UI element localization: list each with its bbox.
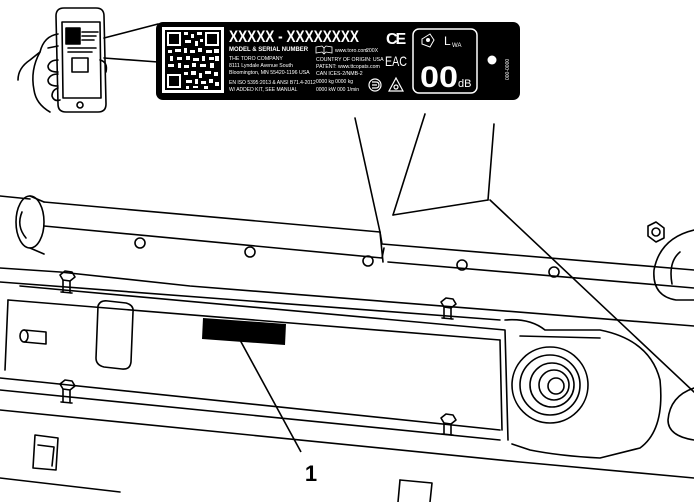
eac-mark: EAC [385, 53, 407, 69]
plate-dot [487, 55, 497, 65]
kit-note: W/ ADDED KIT, SEE MANUAL [229, 87, 298, 93]
rail-holes [134, 237, 560, 278]
model-serial-label: MODEL & SERIAL NUMBER [229, 47, 309, 53]
machine-frame [0, 195, 694, 502]
certification-icon [368, 78, 382, 92]
sound-label: L [444, 34, 451, 48]
serial-plate-location [202, 318, 286, 345]
mass: 0000 kg 0000 kg [316, 79, 353, 85]
phone-hand [17, 7, 108, 113]
warning-triangle-icon [387, 76, 405, 92]
callout-number: 1 [305, 461, 317, 486]
bolt [440, 413, 457, 436]
sound-power-badge: L WA 00 dB [412, 28, 478, 94]
right-hub [511, 346, 589, 424]
bolt [59, 379, 76, 404]
corner-wheel [647, 221, 694, 301]
callout-leader [239, 339, 302, 453]
zoom-lines [103, 23, 159, 63]
bolt [440, 297, 457, 320]
year: 200X [366, 48, 379, 54]
address-line-1: 8111 Lyndale Avenue South [229, 63, 293, 69]
sound-label-sub: WA [452, 43, 461, 49]
website: www.toro.com [335, 48, 368, 54]
country-of-origin: COUNTRY OF ORIGIN: USA [316, 57, 384, 63]
company-name: THE TORO COMPANY [229, 56, 283, 62]
bolt [59, 270, 76, 294]
serial-plate-zoom: XXXXX - XXXXXXXX MODEL & SERIAL NUMBER T… [156, 22, 520, 100]
part-code: 000-0000 [505, 59, 511, 80]
model-code: XXXXX - XXXXXXXX [229, 27, 360, 46]
sound-level: 00 [420, 61, 458, 94]
manual-icon [315, 45, 333, 55]
speaker-icon [421, 33, 435, 48]
address-line-2: Bloomington, MN 55420-1196 USA [229, 70, 310, 76]
sound-unit: dB [458, 78, 471, 90]
qr-code [162, 27, 224, 93]
can-ices: CAN ICES-2/NMB-2 [316, 71, 363, 77]
patent: PATENT: www.ttcopats.com [316, 64, 380, 70]
ce-mark: CE [386, 31, 407, 48]
power: 0000 kW 000 1/min [316, 87, 359, 93]
far-right-curve [667, 387, 694, 441]
sightlines [354, 113, 495, 233]
standards: EN ISO 5395:2013 & ANSI B71.4-2012 [229, 80, 316, 86]
